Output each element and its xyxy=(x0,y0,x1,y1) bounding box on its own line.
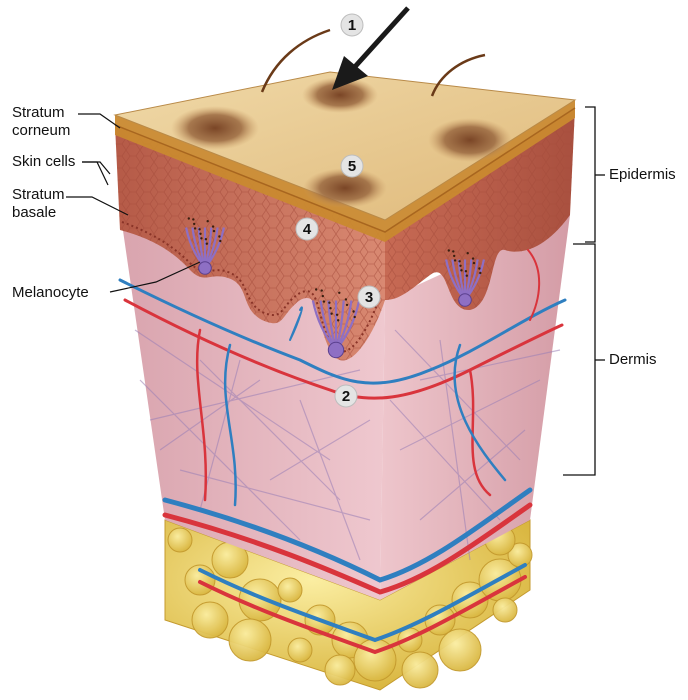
svg-text:4: 4 xyxy=(303,221,312,238)
label-dermis: Dermis xyxy=(609,351,657,369)
label-skin-cells: Skin cells xyxy=(12,153,75,171)
marker-4: 4 xyxy=(296,218,318,240)
label-epidermis: Epidermis xyxy=(609,166,676,184)
svg-text:2: 2 xyxy=(342,388,350,405)
epidermis-bracket xyxy=(585,107,595,242)
label-stratum-corneum-line1: Stratum xyxy=(12,104,70,122)
label-stratum-corneum: Stratum corneum xyxy=(12,104,70,140)
marker-5: 5 xyxy=(341,155,363,177)
label-stratum-basale-line2: basale xyxy=(12,204,65,222)
marker-3: 3 xyxy=(358,286,380,308)
leader-skin-cells xyxy=(82,162,110,174)
label-stratum-basale-line1: Stratum xyxy=(12,186,65,204)
label-melanocyte: Melanocyte xyxy=(12,284,89,302)
leader-stratum-corneum xyxy=(78,114,120,128)
svg-text:3: 3 xyxy=(365,289,373,306)
dermis-bracket xyxy=(563,244,595,475)
label-stratum-corneum-line2: corneum xyxy=(12,122,70,140)
label-stratum-basale: Stratum basale xyxy=(12,186,65,222)
marker-1: 1 xyxy=(341,14,363,36)
svg-text:5: 5 xyxy=(348,158,356,175)
marker-2: 2 xyxy=(335,385,357,407)
svg-text:1: 1 xyxy=(348,17,356,34)
leader-skin-cells-2 xyxy=(82,162,108,185)
